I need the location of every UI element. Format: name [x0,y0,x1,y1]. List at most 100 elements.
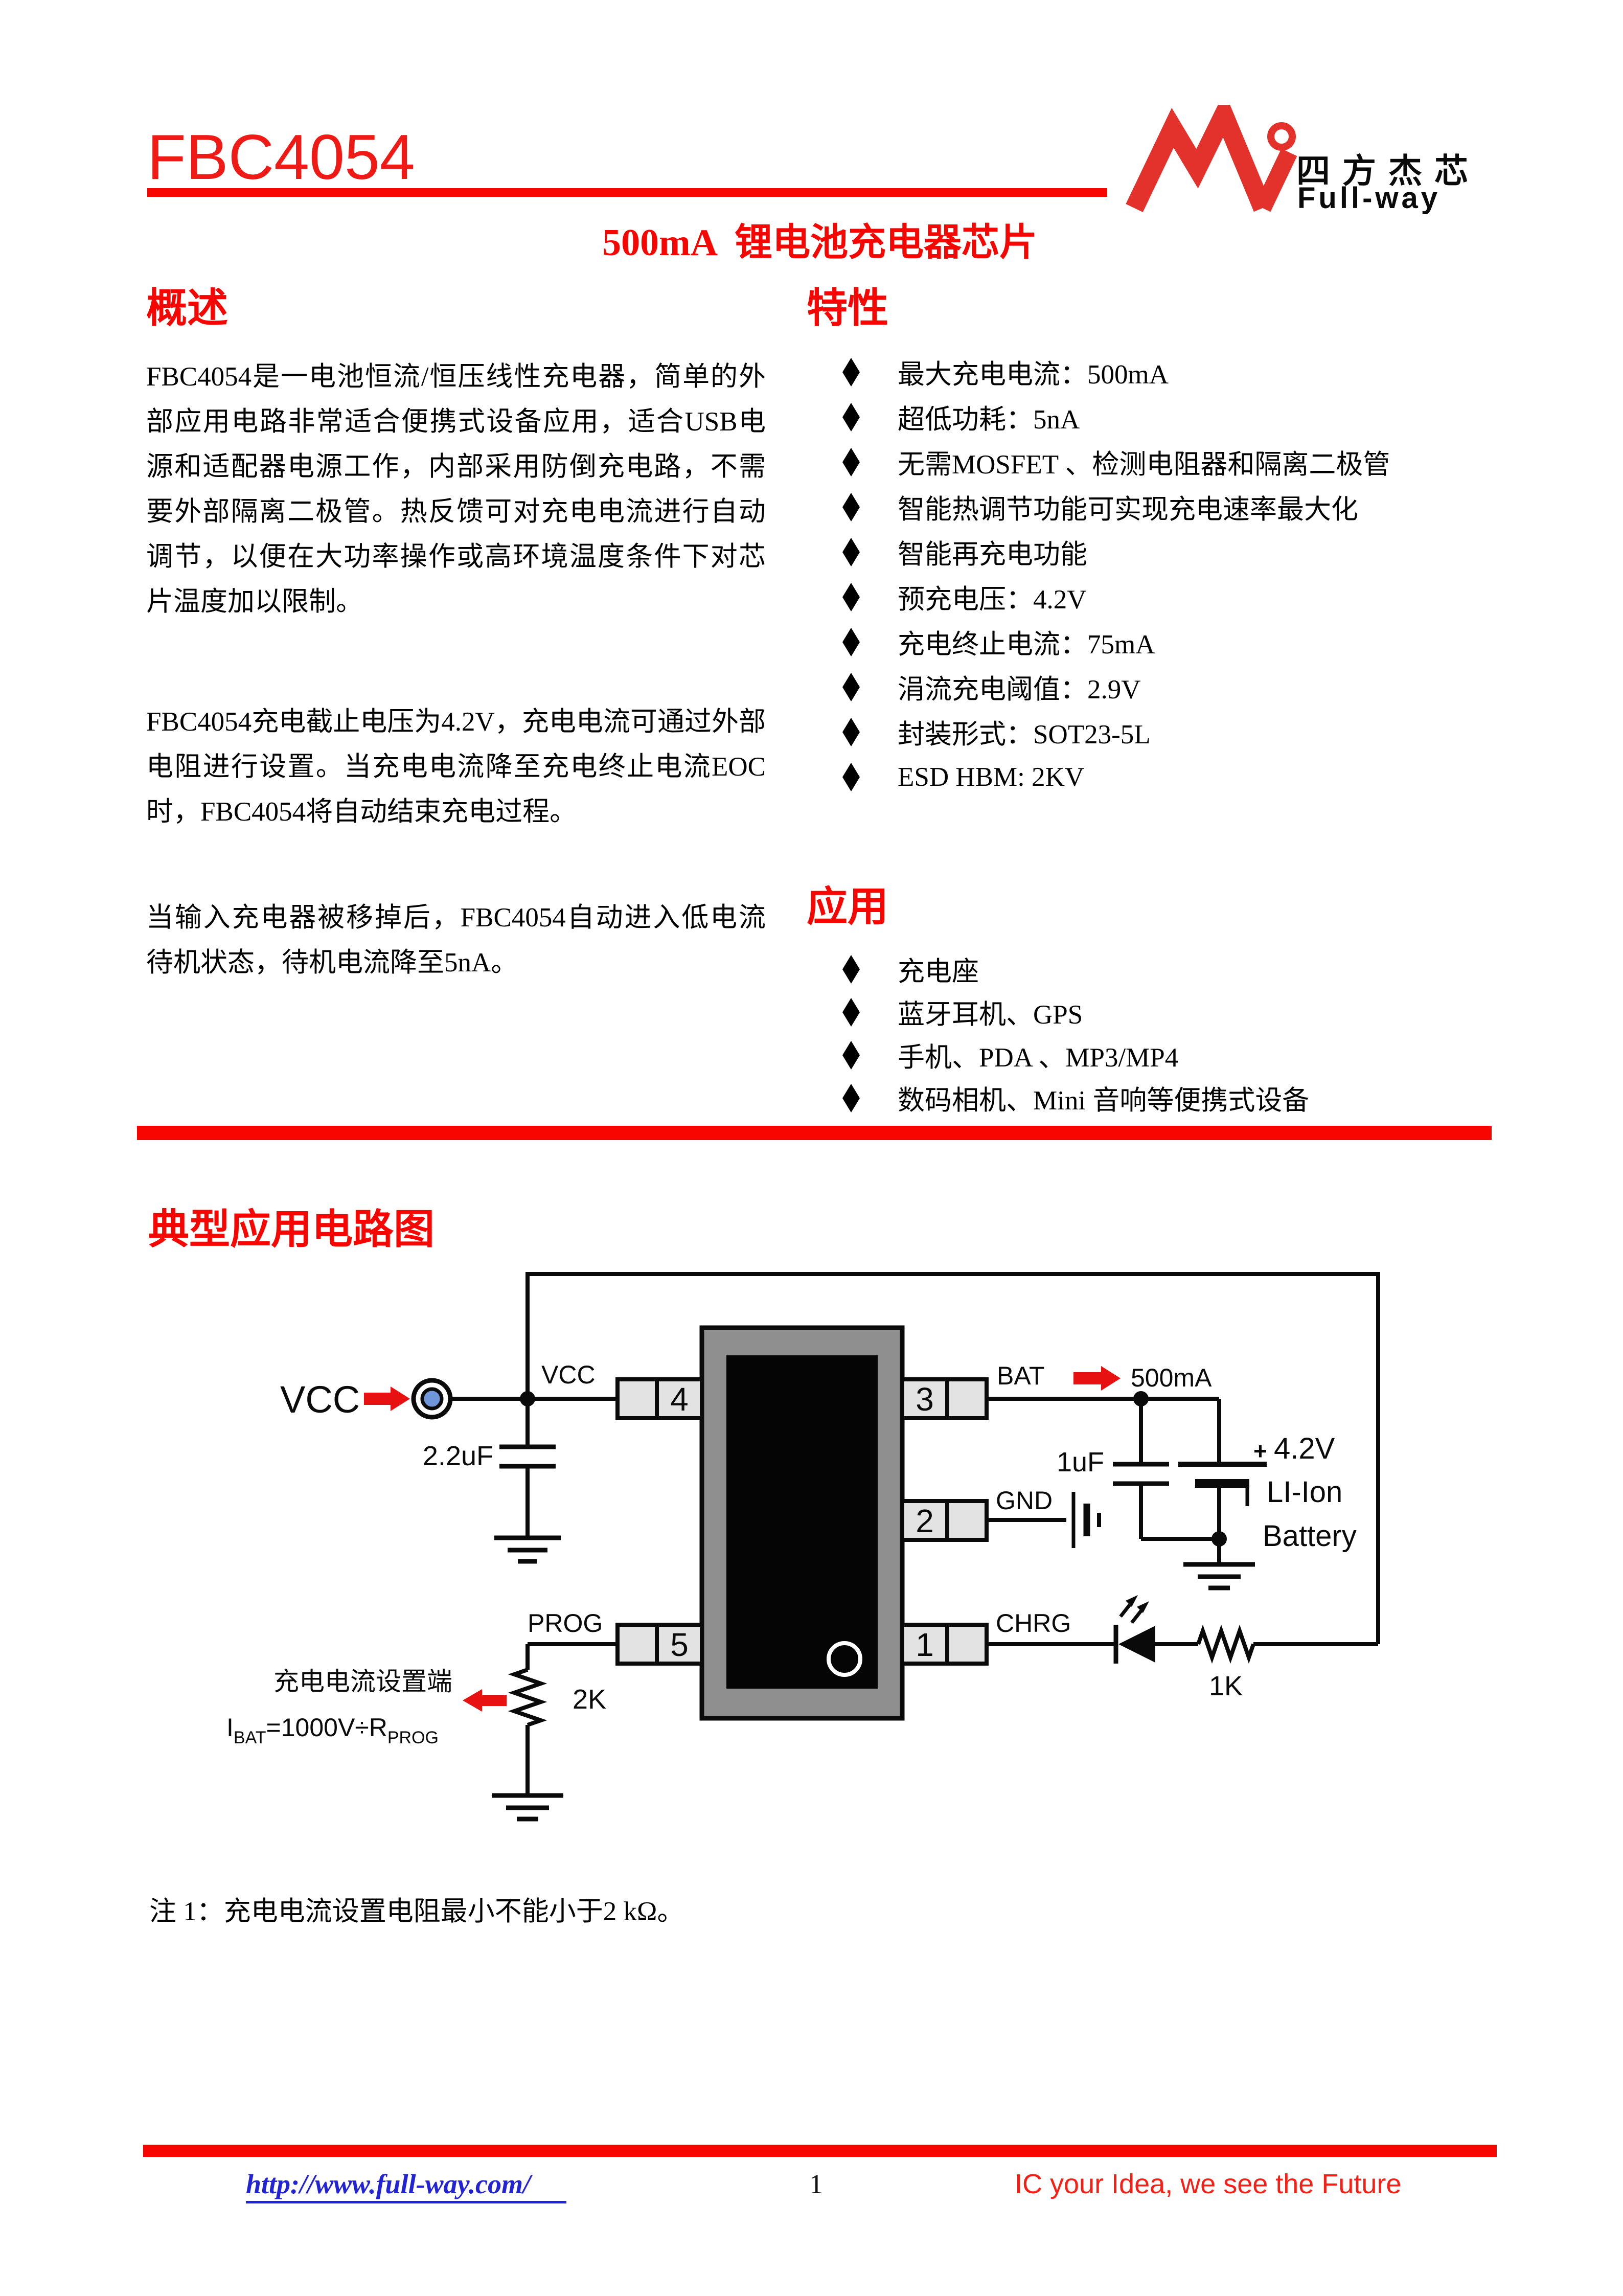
ground-icon [1183,1562,1255,1590]
overview-paragraph-1: FBC4054是一电池恒流/恒压线性充电器，简单的外部应用电路非常适合便携式设备… [146,362,766,617]
application-text: 数码相机、Mini 音响等便携式设备 [898,1086,1310,1116]
logo-mark-icon [1126,105,1297,212]
company-logo: 四方杰芯 Full-way [1126,105,1480,215]
applications-list: 充电座 蓝牙耳机、GPS 手机、PDA 、MP3/MP4 数码相机、Mini 音… [842,948,1309,1120]
vcc-source-label: VCC [280,1378,360,1421]
prog-desc-label: 充电电流设置端 [273,1667,452,1696]
prog-arrow-icon [463,1689,507,1712]
pin3-box: 3 [900,1377,989,1420]
pin4-box: 4 [615,1377,704,1420]
diamond-bullet-icon [842,403,860,431]
led-resistor-label: 1K [1209,1671,1243,1701]
list-item: 蓝牙耳机、GPS [842,991,1309,1034]
diamond-bullet-icon [842,955,860,984]
list-item: 无需MOSFET 、检测电阻器和隔离二极管 [842,440,1390,485]
footer-rule [143,2145,1497,2157]
list-item: 充电座 [842,948,1309,991]
input-capacitor-icon [499,1444,556,1469]
application-text: 手机、PDA 、MP3/MP4 [898,1043,1179,1073]
list-item: 超低功耗：5nA [842,395,1390,440]
battery-icon: + [1178,1438,1267,1506]
applications-heading: 应用 [807,885,888,930]
feature-text: 涓流充电阈值：2.9V [898,675,1141,704]
overview-heading: 概述 [146,286,228,331]
pin5-box: 5 [615,1623,704,1666]
list-item: ESD HBM: 2KV [842,755,1390,800]
diamond-bullet-icon [842,718,860,746]
typical-application-circuit: VCC 2.2uF 4 5 [226,1272,1380,1822]
diamond-bullet-icon [842,538,860,566]
feature-text: 超低功耗：5nA [898,405,1080,435]
list-item: 充电终止电流：75mA [842,620,1390,665]
feature-text: 无需MOSFET 、检测电阻器和隔离二极管 [898,450,1390,480]
list-item: 手机、PDA 、MP3/MP4 [842,1034,1309,1077]
list-item: 智能再充电功能 [842,530,1390,575]
bat-pin-label: BAT [997,1361,1045,1390]
section-divider-rule [137,1126,1492,1140]
ic-pins: 4 5 3 2 1 [615,1377,989,1666]
overview-paragraph-2: FBC4054充电截止电压为4.2V，充电电流可通过外部电阻进行设置。当充电电流… [146,707,766,827]
prog-formula-label: IBAT=1000V÷RPROG [226,1713,439,1747]
battery-plus-sign: + [1253,1438,1267,1464]
svg-text:5: 5 [670,1626,689,1663]
circuit-heading: 典型应用电路图 [148,1208,435,1253]
svg-text:3: 3 [916,1381,934,1418]
output-cap-label: 1uF [1057,1447,1104,1477]
part-number-title: FBC4054 [147,122,415,193]
svg-text:2: 2 [916,1503,934,1539]
feature-text: 智能再充电功能 [898,540,1087,570]
charge-current-arrow-icon [1073,1366,1121,1391]
output-capacitor-icon [1113,1462,1169,1486]
vcc-pin-label: VCC [541,1360,596,1389]
diamond-bullet-icon [842,358,860,387]
battery-voltage-label: 4.2V [1274,1432,1335,1465]
footer-url-link[interactable]: http://www.full-way.com/ [246,2168,567,2203]
led-resistor-icon [1196,1624,1255,1664]
chrg-pin-label: CHRG [996,1609,1071,1638]
feature-text: 智能热调节功能可实现充电速率最大化 [898,495,1358,525]
logo-company-en: Full-way [1297,181,1441,215]
gnd-pin-label: GND [996,1486,1053,1515]
ground-icon [494,1535,561,1564]
circuit-note: 注 1：充电电流设置电阻最小不能小于2 kΩ。 [149,1897,684,1926]
feature-text: ESD HBM: 2KV [898,762,1085,792]
application-text: 蓝牙耳机、GPS [898,1000,1083,1030]
list-item: 数码相机、Mini 音响等便携式设备 [842,1077,1309,1120]
footer-slogan: IC your Idea, we see the Future [1015,2169,1402,2199]
led-icon [1113,1595,1155,1664]
pin1-box: 1 [900,1623,989,1666]
list-item: 封装形式：SOT23-5L [842,710,1390,755]
page-number: 1 [809,2169,823,2199]
battery-word-label: Battery [1263,1519,1357,1553]
prog-resistor-icon [508,1668,547,1727]
diamond-bullet-icon [842,998,860,1027]
vcc-arrow-icon [364,1386,410,1411]
ic-body [699,1325,905,1721]
input-cap-label: 2.2uF [423,1441,493,1471]
list-item: 涓流充电阈值：2.9V [842,665,1390,710]
svg-text:1: 1 [916,1626,934,1663]
diamond-bullet-icon [842,1084,860,1112]
diamond-bullet-icon [842,493,860,521]
diamond-bullet-icon [842,628,860,656]
header-rule [147,188,1107,197]
list-item: 智能热调节功能可实现充电速率最大化 [842,485,1390,530]
logo-company-cn: 四方杰芯 [1296,152,1480,190]
charge-current-label: 500mA [1131,1363,1212,1392]
pin1-marker-icon [827,1641,862,1677]
features-list: 最大充电电流：500mA 超低功耗：5nA 无需MOSFET 、检测电阻器和隔离… [842,350,1390,800]
feature-text: 最大充电电流：500mA [898,360,1169,390]
battery-type-label: LI-Ion [1267,1475,1342,1509]
feature-text: 预充电压：4.2V [898,585,1087,615]
vcc-connector-icon [411,1378,453,1420]
pin2-box: 2 [900,1499,989,1542]
diamond-bullet-icon [842,448,860,476]
feature-text: 充电终止电流：75mA [898,630,1155,660]
list-item: 预充电压：4.2V [842,575,1390,620]
svg-text:4: 4 [670,1381,689,1418]
prog-resistor-label: 2K [573,1684,606,1715]
application-text: 充电座 [898,957,979,987]
diamond-bullet-icon [842,583,860,611]
diamond-bullet-icon [842,1041,860,1070]
